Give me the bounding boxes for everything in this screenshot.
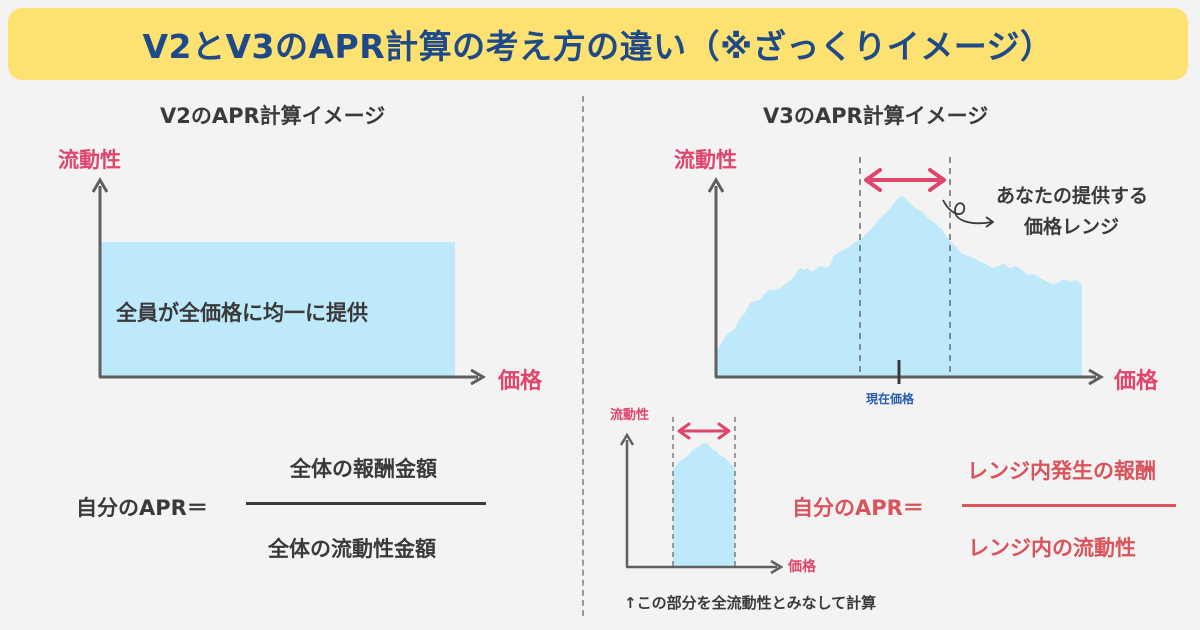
v2-y-axis-label: 流動性 [58, 148, 121, 172]
v2-fraction-bar [246, 502, 486, 505]
v2-liquidity-area [100, 242, 455, 376]
v3-heading: V3のAPR計算イメージ [763, 104, 989, 128]
v3-formula-denominator: レンジ内の流動性 [968, 536, 1136, 560]
range-label-line-1: あなたの提供する [996, 185, 1149, 207]
current-price-label: 現在価格 [866, 392, 915, 406]
v2-x-axis-label: 価格 [498, 369, 543, 394]
range-pointer-curl [942, 199, 993, 225]
range-arrow-right-head [928, 168, 946, 192]
range-arrow-left-head [864, 168, 882, 192]
v3-x-axis-arrowhead [1088, 368, 1104, 386]
v2-box-text: 全員が全価格に均一に提供 [116, 301, 368, 325]
small-x-axis-arrowhead [770, 559, 784, 575]
v2-formula-numerator: 全体の報酬金額 [290, 457, 437, 481]
v3-y-axis-label: 流動性 [674, 148, 737, 172]
v3-fraction-bar [962, 504, 1176, 507]
v2-y-axis-arrowhead [91, 177, 109, 193]
v2-formula-denominator: 全体の流動性金額 [268, 537, 436, 561]
v2-x-axis-arrowhead [470, 368, 486, 386]
v3-formula-numerator: レンジ内発生の報酬 [967, 459, 1156, 483]
title-banner: V2とV3のAPR計算の考え方の違い（※ざっくりイメージ） [8, 8, 1188, 80]
v3-x-axis-label: 価格 [1114, 369, 1159, 394]
page-title: V2とV3のAPR計算の考え方の違い（※ざっくりイメージ） [142, 27, 1054, 66]
v3-formula-left: 自分のAPR＝ [792, 496, 924, 520]
range-pointer-head [985, 216, 995, 228]
v2-formula-left: 自分のAPR＝ [76, 496, 208, 520]
v3-liquidity-area [717, 196, 1082, 376]
v3-y-axis-arrowhead [707, 177, 725, 193]
small-x-axis-label: 価格 [788, 559, 816, 575]
range-label-line-2: 価格レンジ [1024, 216, 1120, 238]
small-range-arrow-left-head [677, 422, 691, 440]
v2-heading: V2のAPR計算イメージ [160, 104, 386, 128]
small-chart-note: ↑この部分を全流動性とみなして計算 [624, 594, 877, 612]
section-divider [582, 96, 584, 616]
small-y-axis-label: 流動性 [610, 408, 650, 423]
small-y-axis-arrowhead [619, 432, 635, 446]
small-liquidity-area [673, 443, 735, 566]
small-range-arrow-right-head [717, 422, 731, 440]
